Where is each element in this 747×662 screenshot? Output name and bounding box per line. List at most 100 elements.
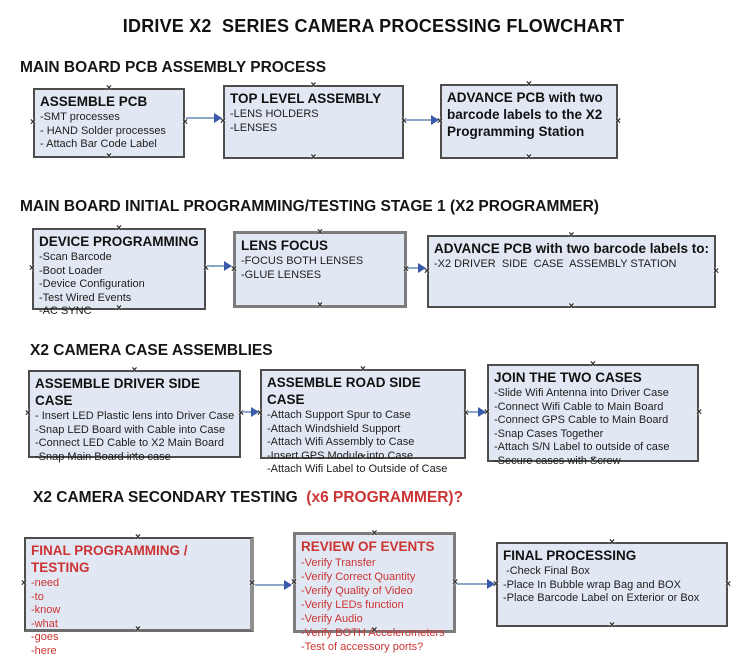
- box-item: -Attach Support Spur to Case: [267, 409, 411, 421]
- box-item: -Verify LEDs function: [301, 599, 404, 611]
- box-item: -Attach Windshield Support: [267, 422, 401, 435]
- arrow-head-icon: [487, 579, 495, 589]
- arrow-head-icon: [214, 113, 222, 123]
- box-item: - HAND Solder processes: [40, 124, 166, 137]
- box-item: -Snap LED Board with Cable into Case: [35, 423, 226, 436]
- box-title: ASSEMBLE DRIVER SIDE CASE: [35, 376, 204, 408]
- flow-arrow: [186, 113, 222, 123]
- flowchart-title: IDRIVE X2 SERIES CAMERA PROCESSING FLOWC…: [122, 16, 625, 36]
- box-title: ADVANCE PCB with two barcode labels to t…: [447, 90, 607, 139]
- box-item: -Connect Wifi Cable to Main Board: [494, 400, 664, 413]
- flow-arrow: [207, 261, 232, 271]
- box-title: FINAL PROCESSING: [503, 548, 637, 563]
- arrow-head-icon: [418, 263, 426, 273]
- box-item: -Attach Wifi Assembly to Case: [267, 436, 415, 448]
- box-item: -Test of accessory ports?: [301, 641, 424, 653]
- box-item: -Secure cases with Screw: [494, 454, 621, 467]
- box-item: -Check Final Box: [503, 565, 590, 577]
- box-title: DEVICE PROGRAMMING: [39, 234, 199, 249]
- box-item: -Test Wired Events: [39, 291, 132, 304]
- box-item: -know: [31, 604, 61, 616]
- arrow-head-icon: [284, 580, 292, 590]
- connector-handle-icon: ×: [29, 263, 35, 274]
- box-item: -Device Configuration: [39, 278, 145, 290]
- connector-handle-icon: ×: [131, 365, 138, 376]
- flow-box-final-processing: FINAL PROCESSING -Check Final Box -Place…: [493, 537, 731, 631]
- box-item: -GLUE LENSES: [241, 268, 322, 281]
- section-heading-pcb-assembly: MAIN BOARD PCB ASSEMBLY PROCESS: [20, 59, 327, 76]
- flow-arrow: [405, 115, 439, 125]
- box-item: -Connect LED Cable to X2 Main Board: [35, 437, 224, 449]
- box-title: ASSEMBLE ROAD SIDE CASE: [267, 375, 425, 407]
- connector-handle-icon: ×: [590, 359, 596, 370]
- box-item: -Attach Wifi Label to Outside of Case: [267, 463, 448, 475]
- connector-handle-icon: ×: [21, 578, 27, 589]
- flow-box-advance-pcb-driver-side: ADVANCE PCB with two barcode labels to: …: [424, 231, 719, 312]
- flow-box-final-programming-testing: FINAL PROGRAMMING / TESTING -need -to -k…: [21, 532, 255, 657]
- connector-handle-icon: ×: [360, 364, 366, 375]
- box-item: -Snap Main Board into case: [35, 450, 171, 463]
- box-item: -Verify BOTH Accelerometers: [301, 627, 445, 639]
- section-heading-case-assemblies: X2 CAMERA CASE ASSEMBLIES: [30, 342, 273, 359]
- connector-handle-icon: ×: [30, 117, 36, 128]
- box-title: REVIEW OF EVENTS: [301, 539, 435, 554]
- flow-box-lens-focus: LENS FOCUS -FOCUS BOTH LENSES -GLUE LENS…: [231, 228, 409, 311]
- box-item: -what: [31, 617, 58, 630]
- box-item: -Verify Transfer: [301, 557, 376, 569]
- box-title: JOIN THE TWO CASES: [494, 370, 642, 385]
- connector-handle-icon: ×: [135, 532, 141, 543]
- box-item: -Boot Loader: [39, 264, 103, 277]
- arrow-line: [255, 584, 287, 586]
- box-item: -Place Barcode Label on Exterior or Box: [503, 592, 700, 604]
- connector-handle-icon: ×: [568, 301, 575, 312]
- box-item: -LENSES: [230, 121, 278, 134]
- box-item: - Attach Bar Code Label: [40, 138, 157, 150]
- box-item: -Attach S/N Label to outside of case: [494, 441, 670, 453]
- flow-arrow: [467, 407, 486, 417]
- connector-handle-icon: ×: [310, 152, 317, 163]
- flow-box-top-level-assembly: TOP LEVEL ASSEMBLY -LENS HOLDERS -LENSES…: [220, 81, 407, 163]
- flow-arrow: [255, 580, 292, 590]
- flow-arrow: [408, 263, 426, 273]
- box-item: -need: [31, 577, 60, 589]
- box-item: -to: [31, 590, 44, 603]
- arrow-line: [186, 117, 217, 119]
- box-item: -FOCUS BOTH LENSES: [241, 255, 364, 267]
- connector-handle-icon: ×: [609, 537, 615, 548]
- box-item: -Verify Quality of Video: [301, 585, 413, 597]
- box-title: ADVANCE PCB with two barcode labels to:: [434, 241, 710, 256]
- box-item: -Verify Audio: [301, 613, 363, 625]
- box-item: -Scan Barcode: [39, 251, 112, 263]
- connector-handle-icon: ×: [725, 578, 731, 590]
- flow-box-assemble-driver-side-case: ASSEMBLE DRIVER SIDE CASE - Insert LED P…: [25, 365, 244, 463]
- connector-handle-icon: ×: [317, 300, 323, 311]
- flow-box-join-the-two-cases: JOIN THE TWO CASES -Slide Wifi Antenna i…: [484, 359, 702, 467]
- box-item: -Insert GPS Module into Case: [267, 449, 414, 462]
- connector-handle-icon: ×: [526, 79, 532, 90]
- box-item: -Slide Wifi Antenna into Driver Case: [494, 387, 669, 399]
- box-item: -Place In Bubble wrap Bag and BOX: [503, 578, 681, 591]
- box-item: -Connect GPS Cable to Main Board: [494, 414, 669, 426]
- box-item: - Insert LED Plastic lens into Driver Ca…: [35, 410, 235, 422]
- flow-box-assemble-pcb: ASSEMBLE PCB -SMT processes - HAND Solde…: [30, 84, 188, 162]
- arrow-head-icon: [224, 261, 232, 271]
- connector-handle-icon: ×: [371, 528, 378, 539]
- box-item: -X2 DRIVER SIDE CASE ASSEMBLY STATION: [434, 258, 677, 270]
- box-title: FINAL PROGRAMMING / TESTING: [31, 543, 192, 575]
- connector-handle-icon: ×: [609, 620, 615, 631]
- box-title: TOP LEVEL ASSEMBLY: [230, 91, 382, 106]
- box-item: -LENS HOLDERS: [230, 108, 319, 120]
- heading-black-part: X2 CAMERA SECONDARY TESTING: [33, 489, 302, 506]
- connector-handle-icon: ×: [116, 223, 122, 234]
- flow-box-review-of-events: REVIEW OF EVENTS -Verify Transfer -Verif…: [291, 528, 458, 654]
- box-item: -AC SYNC: [39, 305, 92, 317]
- arrow-line: [207, 265, 227, 267]
- flow-arrow: [242, 407, 259, 417]
- arrow-head-icon: [431, 115, 439, 125]
- connector-handle-icon: ×: [615, 115, 621, 127]
- box-item: -goes: [31, 631, 59, 643]
- connector-handle-icon: ×: [713, 265, 719, 277]
- flow-box-advance-pcb-programming-station: ADVANCE PCB with two barcode labels to t…: [437, 79, 621, 163]
- box-item: -SMT processes: [40, 111, 120, 123]
